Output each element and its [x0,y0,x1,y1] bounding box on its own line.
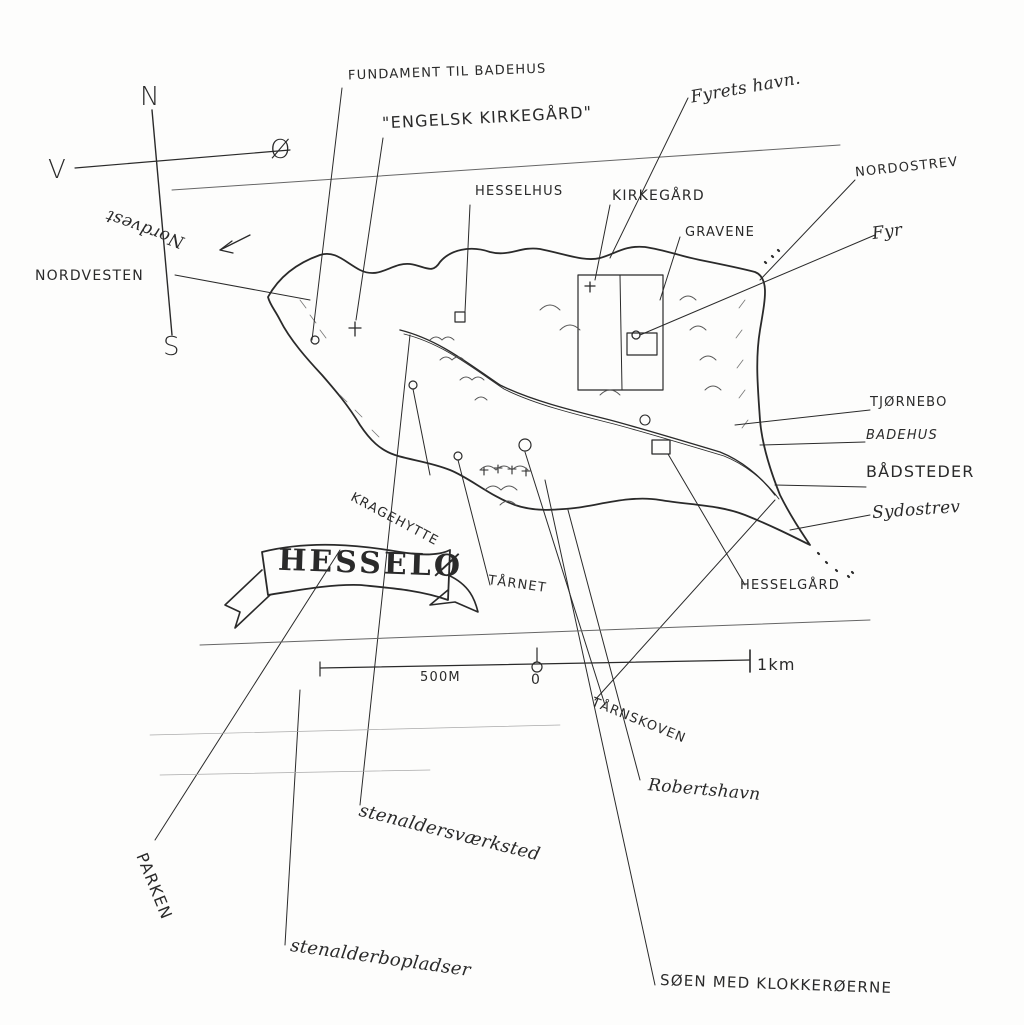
compass-north-label: N [140,82,160,112]
scale-bar [319,659,751,669]
lighthouse-marker [631,330,641,340]
north-south-axis [151,109,173,336]
label-fyr: Fyr [870,219,904,245]
label-hesselhus: HESSELHUS [475,184,564,199]
label-tjornebo: TJØRNEBO [870,395,948,410]
compass-south-label: S [163,332,181,362]
hesselhus-building [454,311,466,323]
cross-icon [584,281,596,293]
banner-right-tail [429,574,479,613]
tree-symbols [429,336,488,401]
cross-icon [348,321,362,337]
scale-mid-label: 500M [420,670,461,685]
label-hesselgard: HESSELGÅRD [740,578,840,593]
taarnet-marker [518,438,532,452]
label-badsteder: BÅDSTEDER [866,462,975,481]
compass-east-label: Ø [270,135,291,165]
label-badehus: BADEHUS [866,428,938,443]
island-outline [267,245,811,546]
west-east-axis [74,149,291,169]
scale-end-label: 1km [757,655,796,674]
title-banner [261,543,451,601]
island-road [399,329,776,496]
label-nordvesten: NORDVESTEN [35,268,144,284]
map-title: HESSELØ [277,542,464,585]
scale-zero-label: 0 [531,672,541,688]
banner-left-tail [224,569,271,629]
wind-arrow-icon [219,234,251,251]
kragehytte-marker [408,380,418,390]
hesselgard-building [651,439,671,455]
badehus-foundation-marker [310,335,320,345]
label-kirkegard: KIRKEGÅRD [612,188,705,204]
compass-west-label: V [48,155,67,185]
label-gravene: GRAVENE [685,225,756,240]
